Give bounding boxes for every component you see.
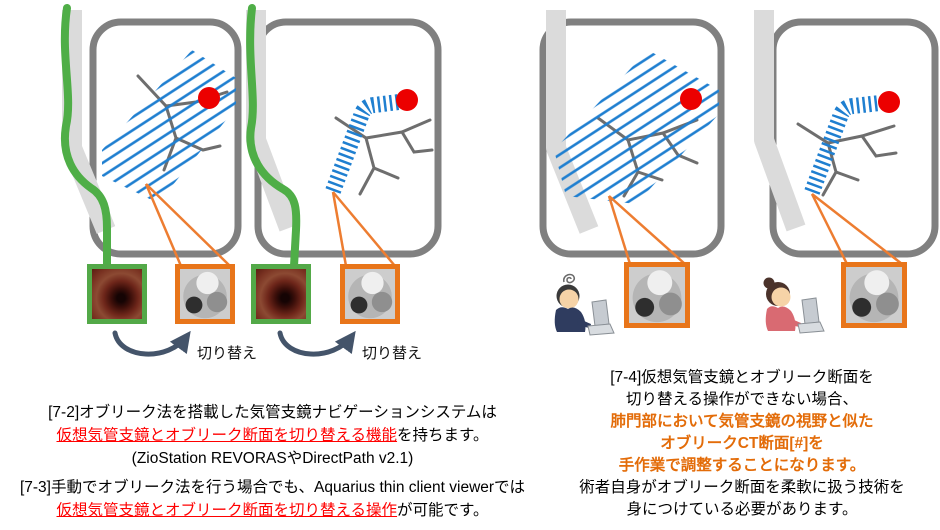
switch-label-1: 切り替え (197, 345, 258, 362)
caption-7-4: [7-4]仮想気管支鏡とオブリーク断面を 切り替える操作ができない場合、 肺門部… (552, 367, 932, 521)
bronchoscope-path (60, 4, 111, 270)
swap-arrow-1 (112, 330, 191, 357)
woman-arm (787, 317, 801, 327)
ct-callout-lines (607, 195, 686, 265)
bronchoscope-camera-image (92, 269, 142, 319)
caption-7-2-line3: (ZioStation REVORASやDirectPath v2.1) (131, 450, 414, 467)
ct-oblique-thumbnail-4 (841, 262, 907, 328)
caption-7-3-line2: 仮想気管支鏡とオブリーク断面を切り替える操作が可能です。 (0, 499, 545, 522)
woman-face (771, 287, 791, 307)
man-arm (577, 318, 591, 328)
lung-panel-2 (246, 4, 442, 270)
caption-7-4-line2: 切り替える操作ができない場合、 (625, 391, 859, 408)
laptop-screen (801, 297, 820, 325)
swap-arrow-2 (277, 330, 356, 357)
ct-oblique-image (180, 269, 230, 319)
bronchoscope-view-thumbnail-1 (87, 264, 147, 324)
oblique-plane-tube (325, 94, 400, 194)
caption-7-4-line1: [7-4]仮想気管支鏡とオブリーク断面を (610, 369, 874, 386)
caption-7-4-line5-emphasis: 手作業で調整することになります。 (618, 457, 866, 474)
man-face (559, 289, 579, 309)
caption-7-3-line1: [7-3]手動でオブリーク法を行う場合でも、Aquarius thin clie… (19, 479, 526, 496)
confused-doctor-illustration (554, 273, 615, 336)
laptop-base (797, 321, 825, 334)
oblique-plane-tube (804, 95, 881, 195)
caption-7-3-emphasis: 仮想気管支鏡とオブリーク断面を切り替える操作 (56, 502, 398, 519)
woman-body (765, 306, 796, 331)
lung-panel-1 (60, 4, 242, 270)
caption-7-3: [7-3]手動でオブリーク法を行う場合でも、Aquarius thin clie… (0, 476, 545, 522)
lesion-dot (878, 91, 900, 113)
caption-7-2-line2-tail: を持ちます。 (397, 427, 489, 444)
lesion-dot (198, 87, 220, 109)
ct-oblique-thumbnail-1 (175, 264, 235, 324)
operator-typing-illustration (763, 277, 825, 334)
ct-oblique-image (629, 267, 685, 323)
lung-panel-4 (754, 10, 939, 265)
sigh-spiral-icon (563, 273, 576, 284)
ct-oblique-image (846, 267, 902, 323)
caption-7-4-line4-emphasis: オブリークCT断面[#]を (660, 435, 824, 452)
lesion-dot (680, 88, 702, 110)
caption-7-4-line6: 術者自身がオブリーク断面を柔軟に扱う技術を (579, 479, 905, 496)
trachea-band (246, 10, 299, 232)
ct-callout-lines (331, 191, 396, 267)
switch-label-2: 切り替え (362, 345, 423, 362)
ct-callout-lines (810, 193, 903, 265)
lesion-dot (396, 89, 418, 111)
ct-oblique-thumbnail-3 (624, 262, 690, 328)
trachea-band (754, 10, 806, 232)
caption-7-2: [7-2]オブリーク法を搭載した気管支鏡ナビゲーションシステムは 仮想気管支鏡と… (0, 401, 545, 470)
caption-7-4-line7: 身につけている必要があります。 (626, 501, 858, 518)
laptop-screen (591, 299, 610, 327)
laptop-base (587, 323, 615, 336)
man-body (554, 307, 586, 332)
ct-oblique-thumbnail-2 (340, 264, 400, 324)
oblique-plane-hatch (554, 50, 719, 204)
caption-7-3-line2-tail: が可能です。 (397, 502, 489, 519)
caption-7-4-line3-emphasis: 肺門部において気管支鏡の視野と似た (610, 413, 874, 430)
trachea-band (62, 10, 116, 234)
bronchial-tree (334, 116, 434, 196)
bronchoscope-view-thumbnail-2 (251, 264, 311, 324)
bronchoscope-path (246, 4, 301, 270)
ct-oblique-image (345, 269, 395, 319)
lung-panel-3 (539, 10, 725, 265)
ct-callout-lines (144, 183, 231, 267)
caption-7-2-line2: 仮想気管支鏡とオブリーク断面を切り替える機能を持ちます。 (0, 424, 545, 447)
bronchoscope-camera-image (256, 269, 306, 319)
woman-hair-bun (763, 277, 775, 289)
caption-7-2-emphasis: 仮想気管支鏡とオブリーク断面を切り替える機能 (56, 427, 398, 444)
oblique-plane-hatch (102, 50, 236, 203)
caption-7-2-line1: [7-2]オブリーク法を搭載した気管支鏡ナビゲーションシステムは (48, 404, 497, 421)
